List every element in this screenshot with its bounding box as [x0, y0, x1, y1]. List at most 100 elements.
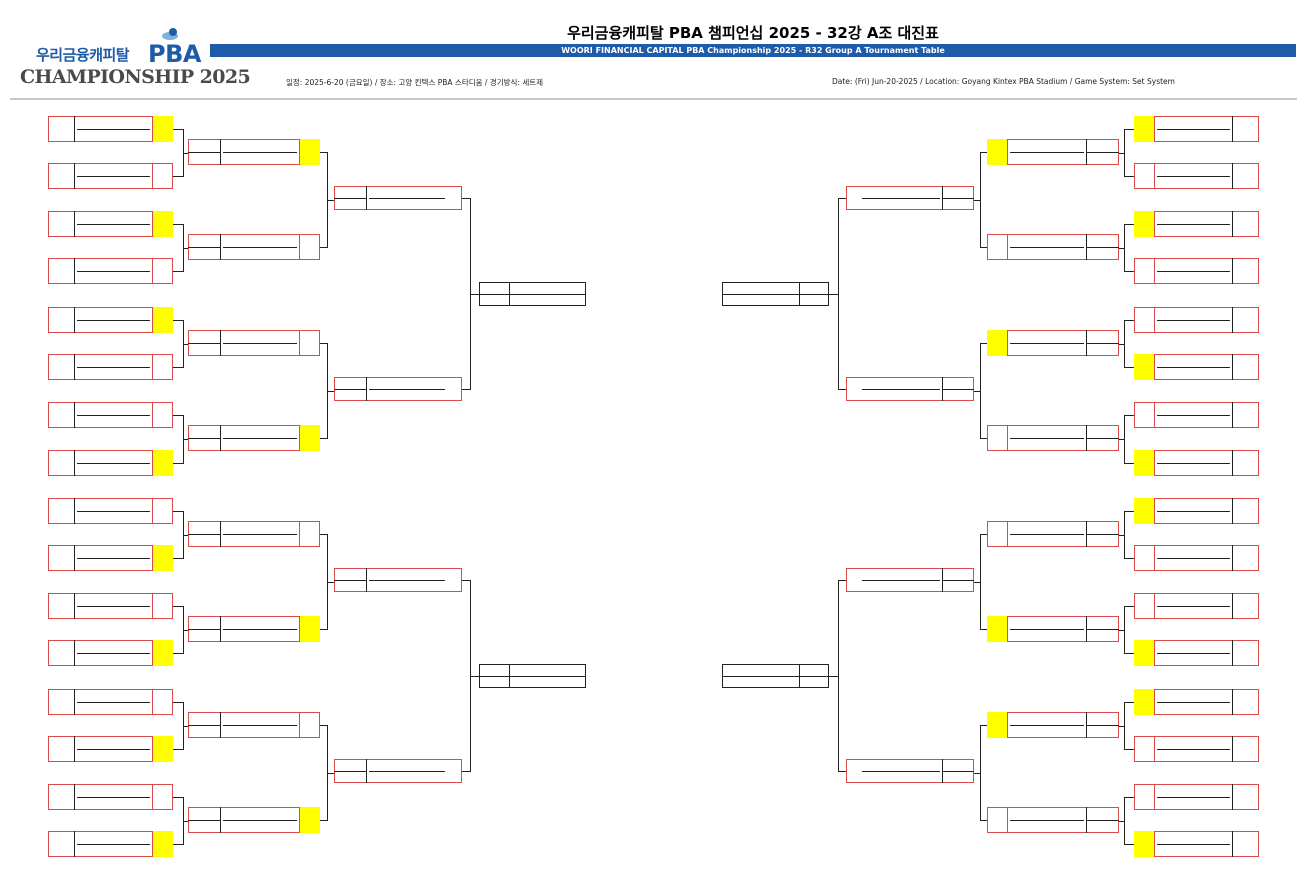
name-divider	[862, 771, 940, 772]
name-divider	[1157, 224, 1230, 225]
stat-divider	[942, 759, 943, 783]
stat-divider	[220, 521, 221, 547]
bracket-line	[173, 271, 183, 272]
bracket-line	[1124, 176, 1134, 177]
name-divider	[77, 606, 150, 607]
bracket-line	[980, 152, 981, 248]
name-divider	[1010, 534, 1084, 535]
bracket-line	[173, 844, 183, 845]
set-score	[987, 425, 1008, 451]
bracket-line	[470, 675, 479, 677]
bracket-line	[173, 653, 183, 654]
logo-championship: CHAMPIONSHIP 2025	[20, 66, 251, 88]
seed-number	[1233, 116, 1259, 142]
set-score	[1134, 354, 1155, 380]
stat-divider	[220, 330, 221, 356]
name-divider	[77, 797, 150, 798]
set-score	[299, 521, 320, 547]
set-score	[1134, 307, 1155, 333]
stat-divider	[1086, 234, 1087, 260]
seed-number	[1233, 402, 1259, 428]
stat-divider	[366, 377, 367, 401]
bracket-line	[183, 725, 188, 727]
stat-divider	[509, 664, 510, 688]
bracket-line	[1124, 702, 1125, 750]
bracket-line	[173, 797, 183, 798]
name-divider	[77, 224, 150, 225]
set-score	[299, 712, 320, 738]
seed-number	[48, 736, 74, 762]
set-score	[1134, 258, 1155, 284]
name-divider	[369, 389, 445, 390]
seed-number	[48, 163, 74, 189]
set-score	[1134, 640, 1155, 666]
set-score	[152, 258, 173, 284]
page-title: 우리금융캐피탈 PBA 챔피언십 2025 - 32강 A조 대진표	[567, 24, 939, 42]
stat-divider	[1087, 438, 1119, 439]
seed-number	[48, 593, 74, 619]
bracket-line	[980, 534, 981, 630]
stat-divider	[479, 294, 586, 295]
name-divider	[1157, 558, 1230, 559]
stat-divider	[509, 282, 510, 306]
seed-number	[48, 689, 74, 715]
name-divider	[1157, 271, 1230, 272]
stat-divider	[334, 198, 366, 199]
stat-divider	[943, 580, 974, 581]
bracket-line	[173, 606, 183, 607]
box-divider	[74, 258, 75, 284]
name-divider	[1010, 152, 1084, 153]
event-info-korean: 일정: 2025-6-20 (금요일) / 장소: 고양 킨텍스 PBA 스타디…	[286, 78, 544, 87]
seed-number	[1233, 450, 1259, 476]
stat-divider	[1087, 247, 1119, 248]
bracket-line	[980, 343, 981, 439]
seed-number	[1233, 211, 1259, 237]
seed-number	[48, 258, 74, 284]
bracket-line	[1124, 415, 1134, 416]
name-divider	[77, 415, 150, 416]
bracket-line	[1124, 224, 1134, 225]
bracket-line	[1124, 749, 1134, 750]
seed-number	[1233, 640, 1259, 666]
stat-divider	[1086, 330, 1087, 356]
set-score	[152, 593, 173, 619]
set-score	[987, 330, 1008, 356]
bracket-line	[838, 580, 846, 581]
bracket-line	[173, 320, 183, 321]
stat-divider	[188, 820, 220, 821]
seed-number	[48, 116, 74, 142]
stat-divider	[1087, 152, 1119, 153]
name-divider	[1010, 247, 1084, 248]
stat-divider	[188, 152, 220, 153]
billiard-ball-icon	[162, 28, 178, 40]
seed-number	[1233, 736, 1259, 762]
bracket-line	[1124, 558, 1134, 559]
set-score	[152, 354, 173, 380]
bracket-line	[1124, 653, 1134, 654]
bracket-line	[974, 581, 980, 583]
set-score	[1134, 498, 1155, 524]
bracket-line	[173, 702, 183, 703]
bracket-line	[320, 534, 327, 535]
event-info-english: Date: (Fri) Jun-20-2025 / Location: Goya…	[832, 77, 1175, 86]
set-score	[1134, 689, 1155, 715]
stat-divider	[188, 629, 220, 630]
name-divider	[1010, 629, 1084, 630]
bracket-line	[327, 581, 334, 583]
bracket-line	[829, 293, 838, 295]
set-score	[152, 450, 173, 476]
bracket-line	[327, 772, 334, 774]
set-score	[299, 425, 320, 451]
header-divider	[10, 98, 1297, 100]
seed-number	[48, 498, 74, 524]
box-divider	[1232, 402, 1233, 428]
bracket-line	[980, 152, 987, 153]
name-divider	[1157, 511, 1230, 512]
box-divider	[1232, 593, 1233, 619]
bracket-line	[1124, 367, 1134, 368]
logo-korean-text: 우리금융캐피탈	[36, 46, 130, 64]
box-divider	[74, 116, 75, 142]
seed-number	[48, 211, 74, 237]
name-divider	[223, 534, 297, 535]
seed-number	[48, 354, 74, 380]
